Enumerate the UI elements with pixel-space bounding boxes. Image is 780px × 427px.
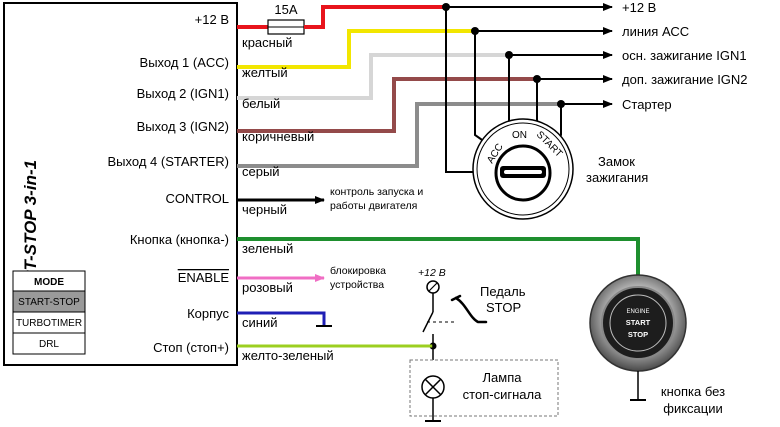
button-label-1: кнопка без [661,384,725,399]
button-text-3: STOP [628,330,648,339]
pin-out4: Выход 4 (STARTER) [108,154,229,169]
wire-white [237,53,509,100]
button-text-2: START [626,318,651,327]
lock-label-1: Замок [598,154,635,169]
wire-yellow [237,29,475,69]
wire-green [237,237,640,280]
wire-label-pink: розовый [242,280,293,295]
ignition-switch: ACC ON START [472,118,574,220]
wire-label-brown: коричневый [242,129,314,144]
wire-label-black: черный [242,202,287,217]
pedal-icon [450,294,488,324]
pin-ground: Корпус [187,306,229,321]
start-stop-button[interactable]: ENGINE START STOP [589,274,687,372]
lamp-label-2: стоп-сигнала [463,387,542,402]
fuse-label: 15А [274,2,297,17]
wire-label-white: белый [242,96,280,111]
button-text-1: ENGINE [626,309,649,315]
lock-lead-12v [445,7,475,173]
pedal-label-2: STOP [486,300,521,315]
dest-12v: +12 В [622,0,656,15]
lock-lead-acc [474,31,486,143]
pin-out1: Выход 1 (ACC) [140,55,229,70]
dest-acc: линия АСС [622,24,689,39]
pin-stop: Стоп (стоп+) [153,340,229,355]
mode-table: MODE START-STOP TURBOTIMER DRL [12,270,86,355]
wire-gray [237,102,561,168]
wire-label-blue: синий [242,315,277,330]
note-block-1: блокировка [330,265,386,277]
lock-label-2: зажигания [586,170,648,185]
mode-option-start-stop[interactable] [12,290,86,313]
pin-button: Кнопка (кнопка-) [130,232,229,247]
dest-ign1: осн. зажигание IGN1 [622,48,747,63]
pin-enable: ENABLE [178,270,230,285]
module-box [3,2,238,366]
wire-blue [237,311,326,326]
wire-label-gray: серый [242,164,280,179]
lamp-box [409,359,559,417]
dest-starter: Стартер [622,97,672,112]
dest-ign2: доп. зажигание IGN2 [622,72,748,87]
pedal-label-1: Педаль [480,284,526,299]
wire-label-red: красный [242,35,292,50]
note-control-1: контроль запуска и [330,186,423,198]
mode-header: MODE [34,277,64,288]
mode-option-start-stop-label: START-STOP [18,297,80,308]
wire-label-yellow: желтый [242,65,288,80]
note-control-2: работы двигателя [330,200,417,212]
pin-control: CONTROL [165,191,229,206]
wire-label-yellow-green: желто-зеленый [242,348,334,363]
lamp-label-1: Лампа [483,370,523,385]
pin-out2: Выход 2 (IGN1) [137,86,229,101]
supply-label: +12 В [418,267,446,279]
lock-pos-on: ON [512,130,527,141]
pin-12v: +12 В [195,12,229,27]
pin-out3: Выход 3 (IGN2) [137,119,229,134]
button-label-2: фиксации [663,401,723,416]
wire-brown [237,77,537,133]
wire-red-2 [304,5,446,29]
note-block-2: устройства [330,279,384,291]
mode-option-turbotimer[interactable]: TURBOTIMER [16,318,82,329]
wire-label-green: зеленый [242,241,293,256]
mode-option-drl[interactable]: DRL [39,339,59,350]
